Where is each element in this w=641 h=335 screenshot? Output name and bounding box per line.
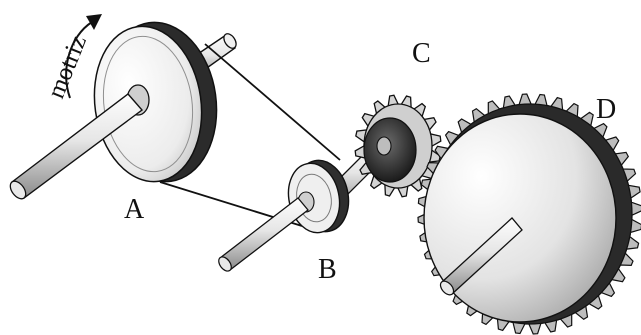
label-b: B bbox=[318, 254, 337, 285]
label-motriz: motriz bbox=[43, 32, 92, 103]
pulley-b bbox=[282, 155, 355, 237]
pulley-a bbox=[85, 15, 227, 189]
gear-d bbox=[418, 94, 641, 334]
label-c: C bbox=[412, 38, 431, 69]
label-d: D bbox=[596, 94, 616, 125]
label-a: A bbox=[124, 194, 145, 225]
shaft-b-front bbox=[216, 198, 308, 273]
